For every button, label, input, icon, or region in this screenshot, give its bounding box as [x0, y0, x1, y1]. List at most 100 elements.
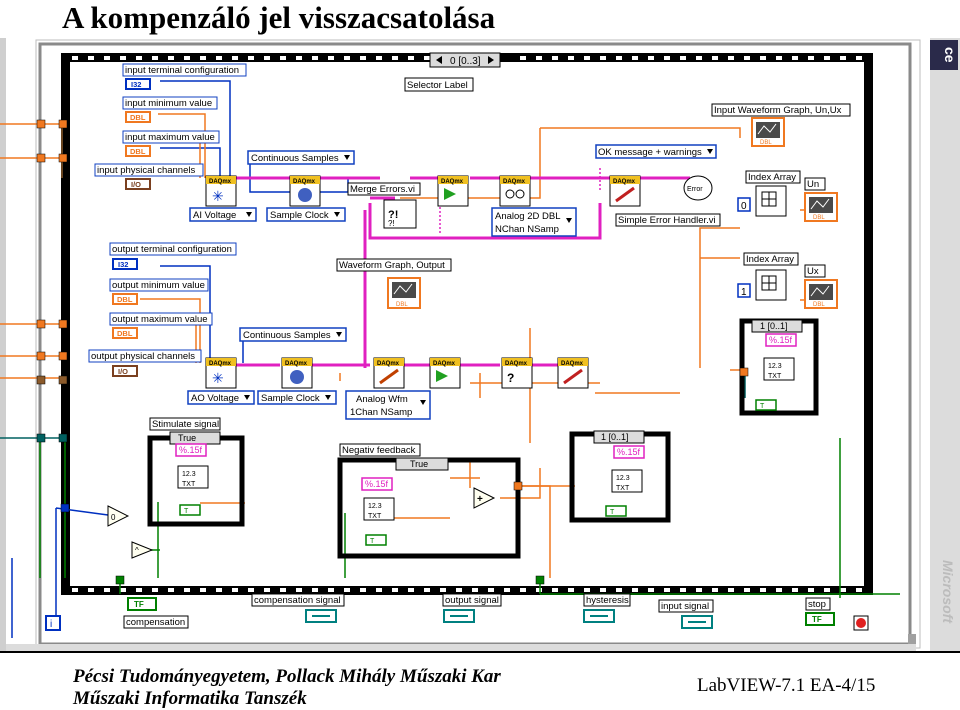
sample-clock-selector[interactable]: Sample Clock [266, 207, 346, 222]
daqmx-is-done-icon[interactable]: DAQmx ? [501, 357, 533, 389]
svg-text:I32: I32 [131, 80, 141, 89]
svg-text:T: T [184, 508, 189, 515]
daqmx-clear-icon[interactable]: DAQmx [557, 357, 589, 389]
svg-text:%.15f: %.15f [617, 447, 641, 457]
svg-text:I/O: I/O [118, 367, 128, 376]
output-channels-label: output physical channels [88, 349, 202, 363]
daqmx-timing-icon[interactable]: DAQmx [289, 175, 321, 207]
ux-graph-terminal[interactable]: DBL [804, 279, 838, 309]
svg-text:Ux: Ux [807, 266, 819, 277]
sidebar-panel [930, 38, 960, 651]
svg-text:Continuous Samples: Continuous Samples [243, 330, 331, 341]
svg-text:TF: TF [134, 600, 144, 609]
index-array-label: Index Array [743, 252, 799, 266]
continuous-samples-ring[interactable]: Continuous Samples [247, 150, 355, 165]
frame-selector[interactable]: 0 [0..3] [429, 52, 501, 68]
dbl-terminal[interactable]: DBL [125, 111, 151, 123]
svg-text:DAQmx: DAQmx [503, 179, 526, 185]
svg-text:input physical channels: input physical channels [97, 165, 195, 176]
stop-condition-icon[interactable] [853, 615, 869, 631]
sequence-frame-middle: 1 [0..1] %.15f 12.3 TXT T [569, 430, 671, 523]
daqmx-start-icon[interactable]: DAQmx [429, 357, 461, 389]
daqmx-read-icon[interactable]: DAQmx [499, 175, 531, 207]
un-graph-terminal[interactable]: DBL [804, 192, 838, 222]
dbl-terminal[interactable]: DBL [125, 145, 151, 157]
output-signal-indicator[interactable] [443, 609, 475, 623]
io-terminal[interactable]: I/O [112, 365, 138, 377]
continuous-samples-ring[interactable]: Continuous Samples [239, 327, 347, 342]
input-channels-label: input physical channels [94, 163, 204, 177]
svg-text:?: ? [507, 371, 514, 385]
svg-text:TXT: TXT [182, 481, 196, 488]
compare-icon[interactable]: 0 [107, 505, 130, 527]
svg-text:input minimum value: input minimum value [125, 98, 212, 109]
ok-message-ring[interactable]: OK message + warnings [595, 144, 717, 159]
svg-text:TXT: TXT [768, 373, 782, 380]
index-constant-1[interactable]: 1 [737, 283, 751, 298]
sample-clock-selector[interactable]: Sample Clock [257, 390, 337, 405]
stimulate-signal-case: Stimulate signal True %.15f 12.3 TXT T [147, 417, 245, 527]
error-handler-icon[interactable]: Error [683, 175, 713, 201]
svg-text:DBL: DBL [760, 140, 772, 146]
index-array-icon[interactable] [755, 269, 787, 301]
daqmx-write-icon[interactable]: DAQmx [373, 357, 405, 389]
svg-text:DBL: DBL [813, 215, 825, 221]
compensation-signal-indicator[interactable] [305, 609, 337, 623]
svg-text:✳: ✳ [212, 370, 224, 386]
ai-voltage-selector[interactable]: AI Voltage [189, 207, 257, 222]
svg-text:T: T [610, 509, 615, 516]
daqmx-create-channel-icon[interactable]: DAQmx ✳ [205, 357, 237, 389]
svg-text:output maximum value: output maximum value [112, 314, 208, 325]
i32-terminal[interactable]: I32 [112, 258, 138, 270]
svg-text:Sample Clock: Sample Clock [261, 393, 320, 404]
index-array-icon[interactable] [755, 185, 787, 217]
add-function-icon[interactable]: + [473, 487, 496, 509]
svg-text:Input Waveform Graph, Un,Ux: Input Waveform Graph, Un,Ux [714, 105, 842, 116]
waveform-graph-terminal[interactable]: DBL [751, 117, 785, 147]
and-icon[interactable]: ^ [131, 541, 154, 559]
analog-2d-dbl-selector[interactable]: Analog 2D DBL NChan NSamp [491, 207, 577, 237]
dbl-terminal[interactable]: DBL [112, 293, 138, 305]
svg-text:TXT: TXT [368, 513, 382, 520]
svg-text:^: ^ [135, 546, 139, 555]
svg-text:OK message + warnings: OK message + warnings [598, 147, 702, 158]
merge-errors-icon[interactable]: ?! ?! [383, 199, 417, 229]
compensation-signal-label: compensation signal [251, 593, 345, 607]
daqmx-clear-icon[interactable]: DAQmx [609, 175, 641, 207]
footer-department: Műszaki Informatika Tanszék [73, 688, 307, 709]
svg-text:input maximum value: input maximum value [125, 132, 215, 143]
sequence-frame-right: 1 [0..1] %.15f 12.3 TXT T [739, 318, 819, 416]
svg-text:compensation signal: compensation signal [254, 595, 341, 606]
compensation-tf-terminal[interactable]: TF [127, 597, 157, 611]
analog-wfm-selector[interactable]: Analog Wfm 1Chan NSamp [345, 390, 431, 420]
io-terminal[interactable]: I/O [125, 178, 151, 190]
svg-text:%.15f: %.15f [365, 479, 389, 489]
svg-text:12.3: 12.3 [182, 471, 196, 478]
ao-voltage-selector[interactable]: AO Voltage [187, 390, 255, 405]
daqmx-create-channel-icon[interactable]: DAQmx ✳ [205, 175, 237, 207]
svg-text:DAQmx: DAQmx [441, 179, 464, 185]
svg-text:DAQmx: DAQmx [209, 361, 232, 367]
footer-university: Pécsi Tudományegyetem, Pollack Mihály Mű… [73, 666, 501, 687]
svg-text:0 [0..3]: 0 [0..3] [450, 56, 481, 67]
footer-divider [0, 651, 960, 653]
hysteresis-indicator[interactable] [583, 609, 615, 623]
daqmx-start-icon[interactable]: DAQmx [437, 175, 469, 207]
i32-terminal[interactable]: I32 [125, 78, 151, 90]
daqmx-timing-icon[interactable]: DAQmx [281, 357, 313, 389]
waveform-graph-output-label: Waveform Graph, Output [336, 258, 452, 272]
index-constant-0[interactable]: 0 [737, 197, 751, 212]
input-signal-indicator[interactable] [681, 615, 713, 629]
sidebar-bottom-text: Microsoft [940, 560, 956, 623]
hysteresis-label: hysteresis [583, 593, 631, 607]
svg-text:DAQmx: DAQmx [377, 361, 400, 367]
stop-tf-terminal[interactable]: TF [805, 612, 835, 626]
svg-text:12.3: 12.3 [616, 475, 630, 482]
svg-text:✳: ✳ [212, 188, 224, 204]
svg-text:DAQmx: DAQmx [613, 179, 636, 185]
svg-text:Selector Label: Selector Label [407, 80, 468, 91]
output-max-label: output maximum value [109, 312, 213, 326]
output-graph-terminal[interactable]: DBL [387, 277, 421, 309]
dbl-terminal[interactable]: DBL [112, 327, 138, 339]
input-max-label: input maximum value [122, 130, 220, 144]
